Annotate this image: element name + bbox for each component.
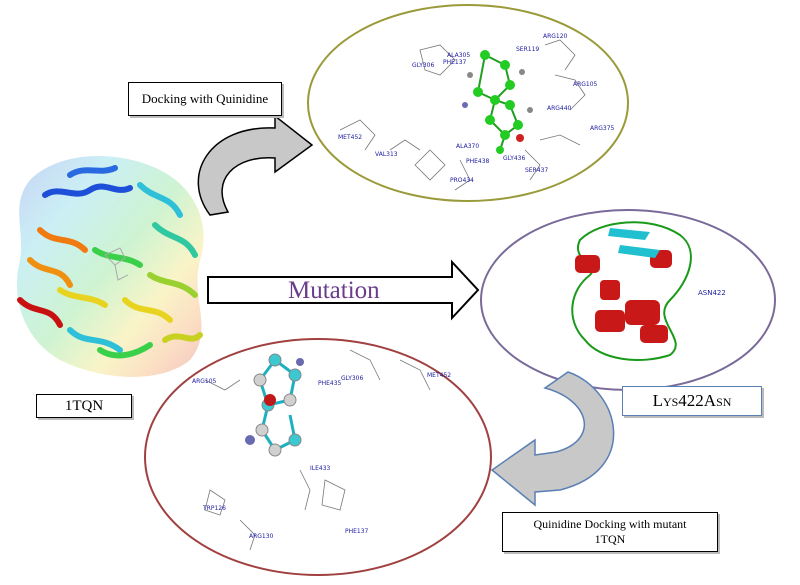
residue-label: SER119	[516, 46, 540, 53]
return-arrow-icon	[490, 371, 615, 507]
ligand-atoms-cyan	[245, 353, 304, 457]
mutant-docking-label-line2: 1TQN	[594, 532, 626, 546]
residue-label: GLY436	[503, 155, 526, 162]
residue-label: PHE137	[345, 528, 369, 535]
mutant-name-box: Lys422Asn	[622, 386, 762, 416]
residue-label: ALA305	[447, 52, 471, 59]
residue-label: TRP126	[203, 505, 226, 512]
docking-label-box: Docking with Quinidine	[128, 82, 282, 116]
residue-label: PHE137	[443, 59, 467, 66]
residue-label: ALA370	[456, 143, 480, 150]
top-pocket-sticks	[339, 39, 586, 191]
mutant-docking-label-box: Quinidine Docking with mutant 1TQN	[502, 512, 718, 552]
mutation-label: Mutation	[288, 277, 380, 304]
mutant-residue-label: ASN422	[698, 289, 726, 297]
mutant-docking-label-line1: Quinidine Docking with mutant	[533, 517, 687, 531]
residue-label: ARG120	[543, 33, 568, 40]
residue-label: MET452	[338, 134, 363, 141]
residue-label: ARG130	[249, 533, 274, 540]
bottom-docking-ellipse	[144, 338, 492, 576]
bottom-pocket-sticks	[204, 349, 431, 551]
residue-label: PRO434	[450, 177, 474, 184]
residue-label: MET452	[427, 372, 452, 379]
residue-label: ILE433	[310, 465, 331, 472]
residue-label: PHE435	[318, 380, 342, 387]
residue-label: SER437	[525, 167, 549, 174]
residue-label: VAL313	[375, 151, 398, 158]
right-arrow-icon	[207, 259, 480, 321]
mutant-protein-ribbon	[571, 221, 692, 361]
residue-label: ARG375	[590, 125, 615, 132]
curved-arrow-icon	[197, 114, 314, 216]
residue-label: ARG105	[192, 378, 217, 385]
residue-label: PHE438	[466, 158, 490, 165]
residue-label: ARG105	[573, 81, 598, 88]
residue-label: GLY306	[412, 62, 435, 69]
protein-name-box: 1TQN	[36, 394, 132, 418]
residue-label: GLY306	[341, 375, 364, 382]
residue-label: ARG440	[547, 105, 572, 112]
protein-1tqn-structure	[16, 156, 204, 377]
ligand-atoms-green	[462, 50, 533, 154]
top-docking-ellipse	[307, 4, 629, 202]
